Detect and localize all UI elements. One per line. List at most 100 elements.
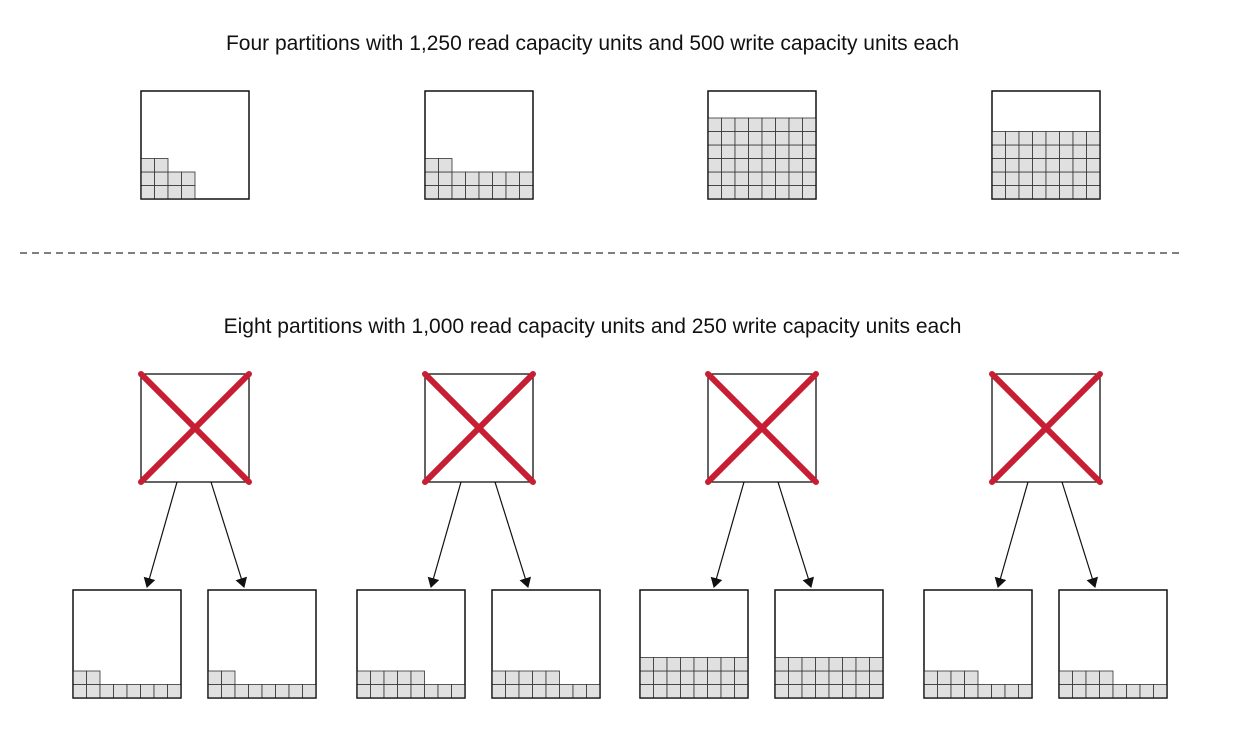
capacity-cell (1099, 670, 1114, 685)
capacity-cell (1032, 158, 1047, 173)
capacity-cell (370, 684, 385, 699)
capacity-cell (1072, 131, 1087, 146)
capacity-cell (1018, 684, 1033, 699)
capacity-cell (693, 670, 708, 685)
capacity-cell (775, 144, 790, 159)
capacity-cell (721, 171, 736, 186)
capacity-cell (653, 657, 668, 672)
capacity-cell (991, 144, 1006, 159)
removed-partition-4 (989, 371, 1103, 485)
capacity-cell (991, 158, 1006, 173)
capacity-cell (451, 684, 466, 699)
capacity-cell (140, 684, 155, 699)
capacity-cell (761, 158, 776, 173)
capacity-cell (438, 158, 453, 173)
capacity-cell (1018, 131, 1033, 146)
capacity-cell (424, 158, 439, 173)
cross-mark-line (705, 371, 819, 485)
capacity-cell (532, 670, 547, 685)
capacity-cell (842, 684, 857, 699)
partition-border (72, 589, 182, 699)
capacity-cell (167, 684, 182, 699)
capacity-cell (1059, 158, 1074, 173)
capacity-cell (221, 670, 236, 685)
capacity-cell (154, 185, 169, 200)
capacity-cell (288, 684, 303, 699)
capacity-cell (370, 670, 385, 685)
capacity-cell (1018, 171, 1033, 186)
capacity-cell (680, 670, 695, 685)
capacity-cell (1086, 171, 1101, 186)
capacity-cell (140, 158, 155, 173)
capacity-cell (1045, 144, 1060, 159)
split-arrow (143, 481, 178, 588)
capacity-cell (491, 684, 506, 699)
capacity-cell (140, 171, 155, 186)
capacity-cell (707, 171, 722, 186)
capacity-cell (734, 144, 749, 159)
capacity-cell (261, 684, 276, 699)
capacity-cell (707, 657, 722, 672)
removed-partition-3 (705, 371, 819, 485)
capacity-cell (492, 185, 507, 200)
capacity-cell (748, 117, 763, 132)
capacity-cell (761, 117, 776, 132)
capacity-cell (1072, 185, 1087, 200)
capacity-cell (991, 684, 1006, 699)
capacity-cell (775, 185, 790, 200)
split-arrow (210, 481, 248, 588)
partition-border (1058, 589, 1168, 699)
capacity-cell (1085, 670, 1100, 685)
capacity-cell (1058, 684, 1073, 699)
partition-border (491, 589, 601, 699)
capacity-cell (397, 684, 412, 699)
capacity-cell (720, 684, 735, 699)
capacity-cell (748, 131, 763, 146)
capacity-cell (937, 670, 952, 685)
partition-border (207, 589, 317, 699)
partition-border (923, 589, 1033, 699)
bottom-partition-7 (923, 589, 1033, 699)
capacity-cell (937, 684, 952, 699)
capacity-cell (424, 171, 439, 186)
capacity-cell (1005, 171, 1020, 186)
capacity-cell (153, 684, 168, 699)
capacity-cell (545, 670, 560, 685)
top-partition-3 (707, 90, 817, 200)
capacity-cell (721, 185, 736, 200)
capacity-cell (1045, 158, 1060, 173)
split-arrow (1061, 481, 1099, 588)
capacity-cell (518, 670, 533, 685)
capacity-cell (302, 684, 317, 699)
capacity-cell (1059, 171, 1074, 186)
capacity-cell (748, 185, 763, 200)
capacity-cell (734, 158, 749, 173)
capacity-cell (788, 144, 803, 159)
capacity-cell (1005, 158, 1020, 173)
capacity-cell (734, 131, 749, 146)
capacity-cell (438, 171, 453, 186)
split-arrow (710, 481, 745, 588)
capacity-cell (721, 117, 736, 132)
capacity-cell (761, 131, 776, 146)
capacity-cell (666, 684, 681, 699)
capacity-cell (761, 144, 776, 159)
capacity-cell (86, 684, 101, 699)
capacity-cell (1045, 171, 1060, 186)
capacity-cell (653, 670, 668, 685)
capacity-cell (815, 670, 830, 685)
capacity-cell (1058, 670, 1073, 685)
capacity-cell (1126, 684, 1141, 699)
capacity-cell (869, 670, 884, 685)
capacity-cell (802, 185, 817, 200)
split-arrow (494, 481, 532, 588)
capacity-cell (154, 158, 169, 173)
capacity-cell (1086, 185, 1101, 200)
bottom-partition-2 (207, 589, 317, 699)
capacity-cell (1018, 144, 1033, 159)
capacity-cell (842, 670, 857, 685)
capacity-cell (1032, 171, 1047, 186)
capacity-cell (1018, 158, 1033, 173)
capacity-cell (1005, 185, 1020, 200)
